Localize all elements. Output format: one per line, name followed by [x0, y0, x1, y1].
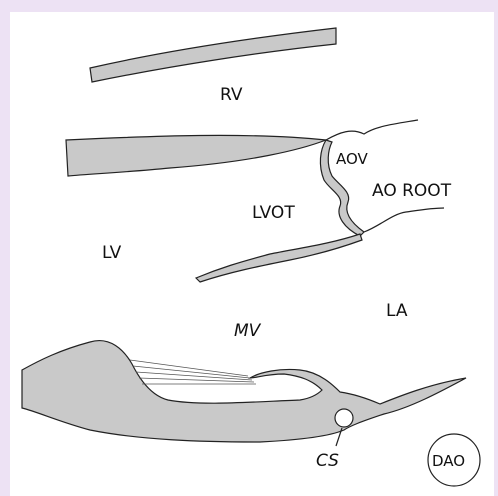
rv-free-wall	[90, 28, 336, 82]
label-la: LA	[386, 301, 408, 321]
label-rv: RV	[220, 85, 243, 105]
label-mv: MV	[234, 321, 262, 341]
aortic-root-posterior-wall	[364, 208, 444, 232]
label-cs: CS	[316, 451, 339, 471]
aortic-root-outline	[326, 120, 418, 140]
chordae-1	[130, 360, 248, 376]
coronary-sinus	[335, 409, 353, 427]
label-lv: LV	[102, 243, 122, 263]
posterior-lv-wall	[22, 341, 466, 442]
interventricular-septum	[66, 135, 326, 176]
label-lvot: LVOT	[252, 203, 295, 223]
label-ao-root: AO ROOT	[372, 181, 452, 201]
anterior-mitral-leaflet	[196, 234, 362, 282]
label-aov: AOV	[336, 150, 369, 168]
label-dao: DAO	[432, 452, 465, 470]
